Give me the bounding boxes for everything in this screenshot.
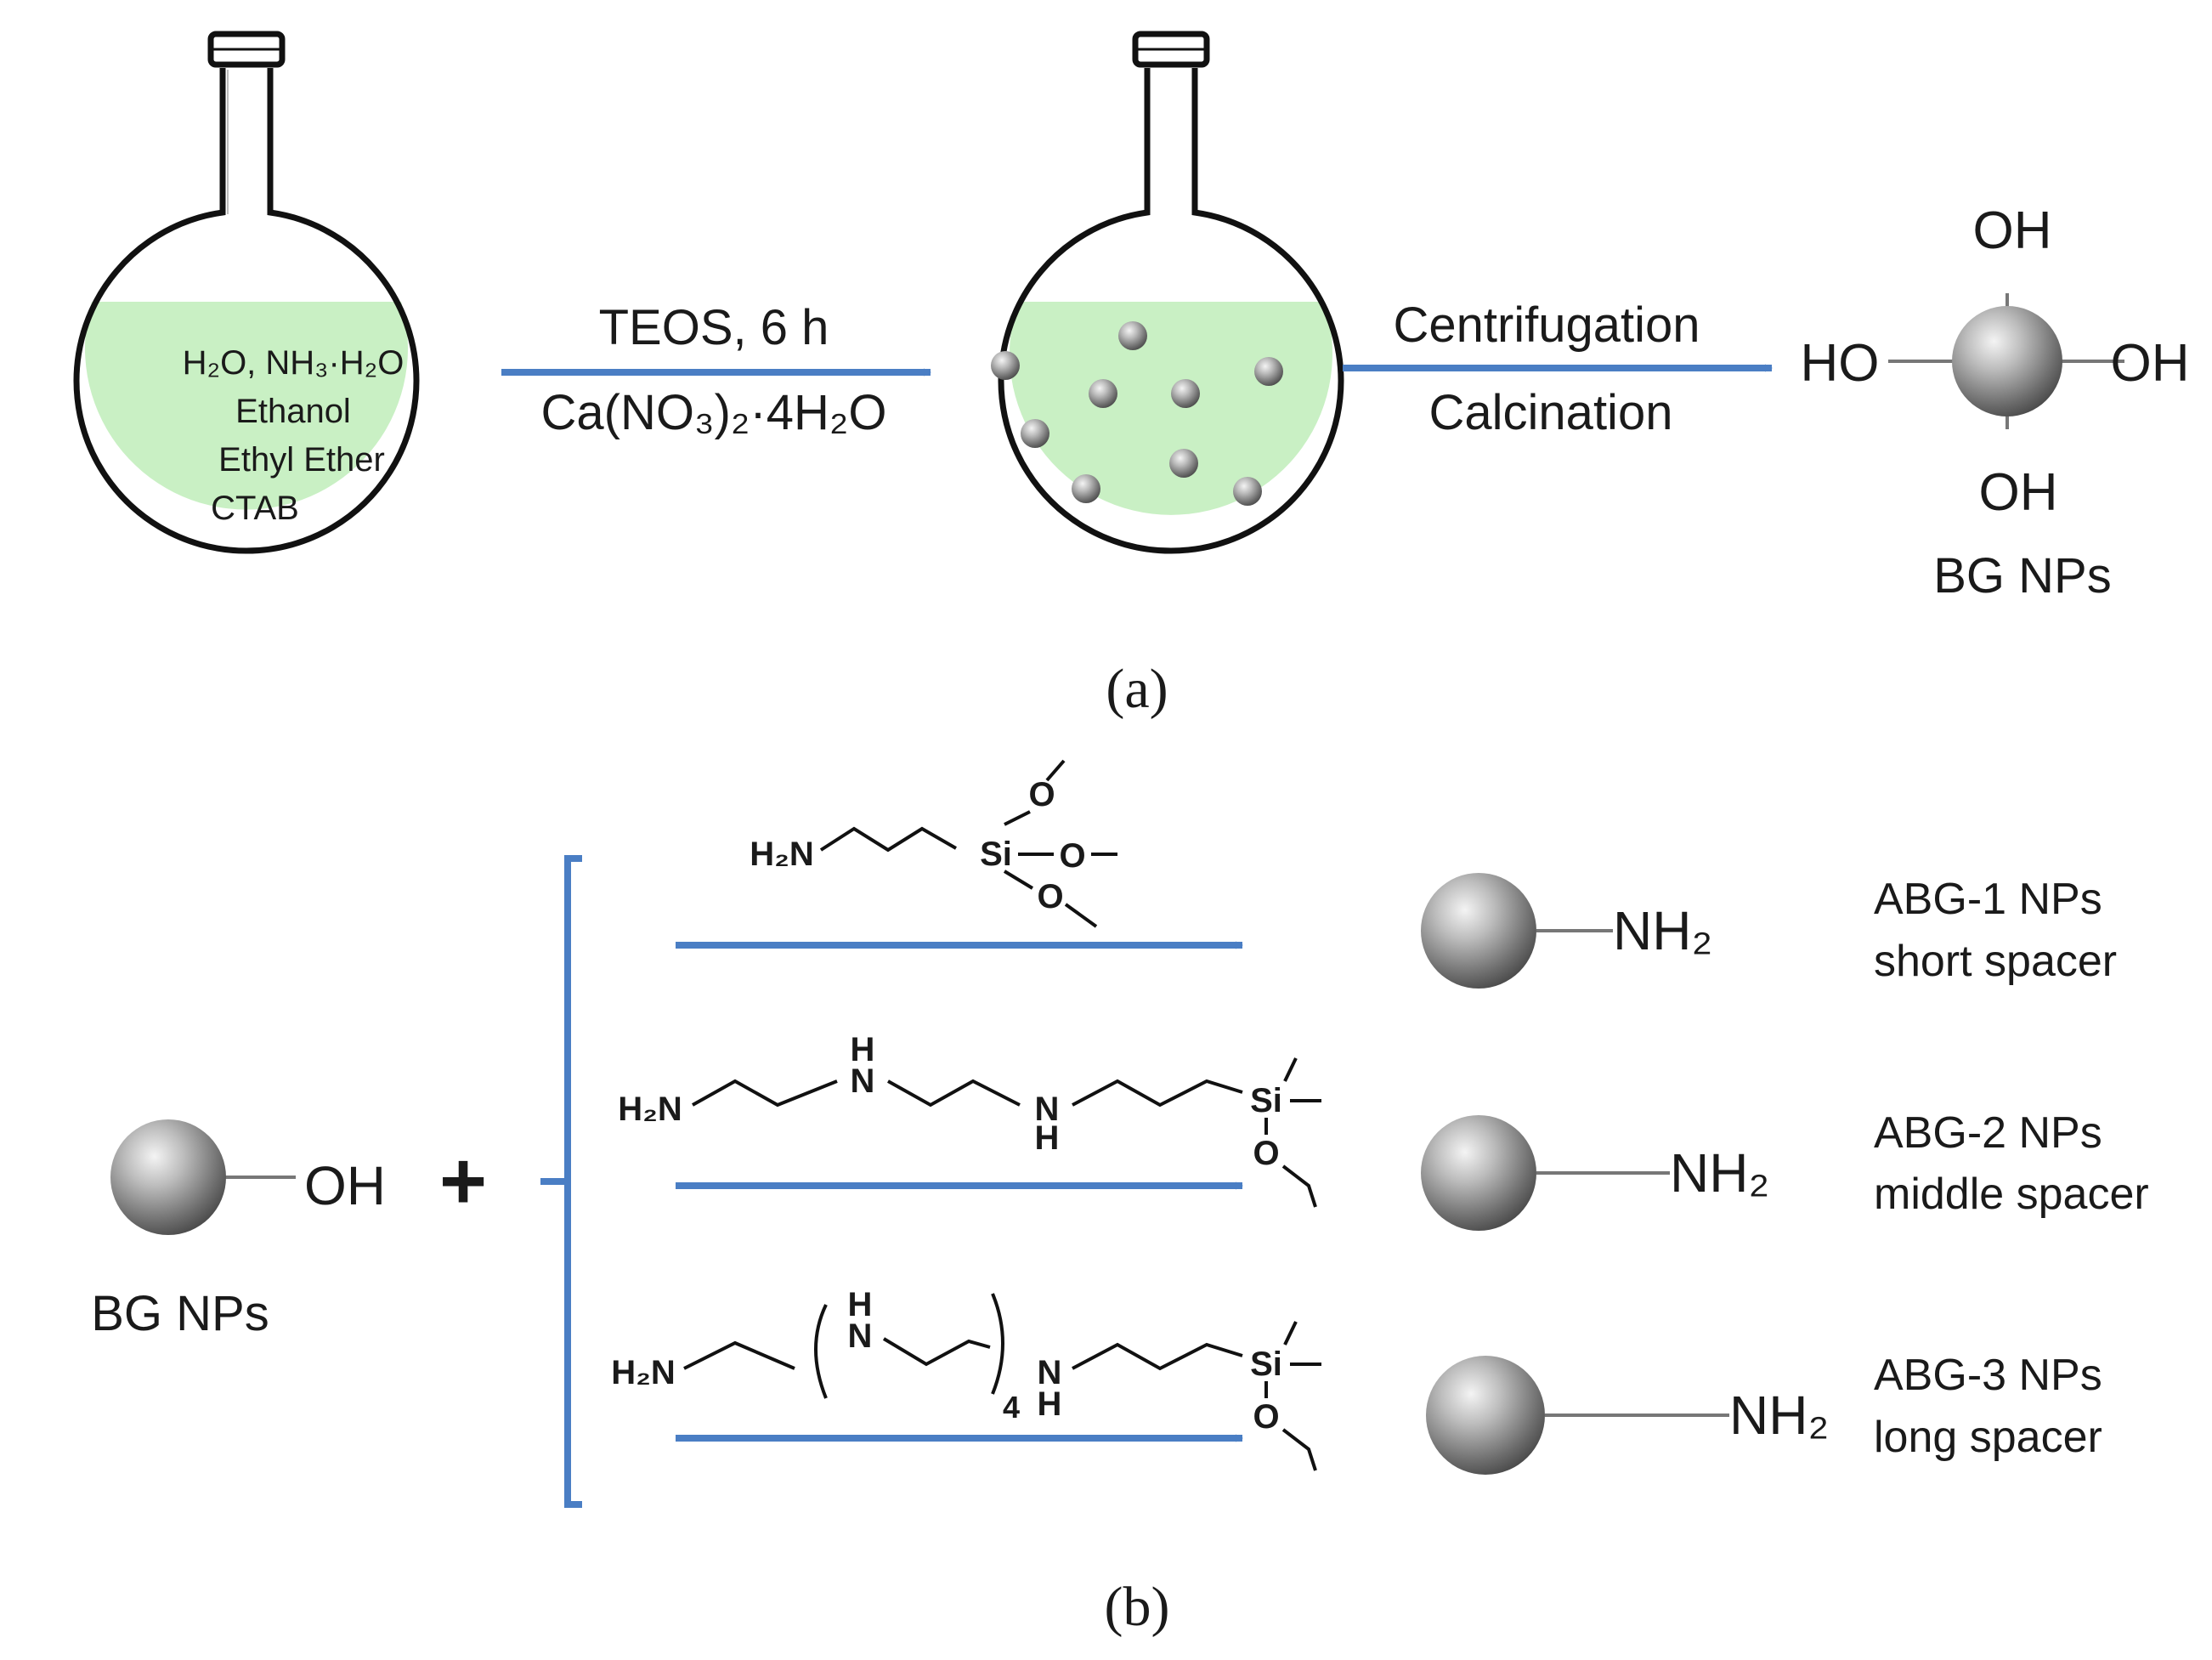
abg-1-name: ABG-1 NPs bbox=[1874, 875, 2102, 924]
panel-a: H₂O, NH₃·H₂O Ethanol Ethyl Ether CTAB TE… bbox=[73, 31, 2190, 720]
reagent-3-rep-n: N bbox=[848, 1317, 873, 1355]
product-abg-2: NH₂ ABG-2 NPs middle spacer bbox=[1421, 1108, 2149, 1231]
step-1-arrow: TEOS, 6 h Ca(NO₃)₂·4H₂O bbox=[501, 300, 931, 440]
abg-2-spacer: middle spacer bbox=[1874, 1170, 2149, 1219]
reagent-1-o-top: O bbox=[1028, 776, 1055, 813]
reagent-2-nh2-h: H bbox=[1035, 1119, 1060, 1157]
flask-2-particles bbox=[991, 321, 1283, 506]
reactant-bg-nps-label: BG NPs bbox=[91, 1286, 269, 1341]
reagent-1-o-bot: O bbox=[1037, 878, 1063, 915]
reagent-1-amine: H₂N bbox=[750, 836, 814, 873]
reagent-bracket bbox=[540, 855, 582, 1508]
particle bbox=[1072, 474, 1100, 503]
repeat-bracket-open bbox=[814, 1304, 828, 1399]
reagent-3-subscript: 4 bbox=[1003, 1390, 1020, 1425]
reagent-3-si: Si bbox=[1250, 1346, 1282, 1383]
product-abg-3: NH₂ ABG-3 NPs long spacer bbox=[1426, 1351, 2102, 1475]
oh-bottom: OH bbox=[1979, 463, 2058, 522]
reagent-2-amine: H₂N bbox=[618, 1091, 682, 1128]
reagent-3-nh-n: N bbox=[1038, 1354, 1062, 1391]
step-2-arrow: Centrifugation Calcination bbox=[1343, 297, 1773, 440]
bg-np-hydroxylated: OH HO OH OH BG NPs bbox=[1801, 201, 2190, 603]
abg-3-nanoparticle bbox=[1426, 1356, 1545, 1475]
abg-1-nh2-group: NH₂ bbox=[1613, 900, 1712, 961]
particle bbox=[1254, 357, 1283, 386]
abg-2-nanoparticle bbox=[1421, 1115, 1536, 1231]
reagent-2-structure: H₂N H N N H Si O bbox=[618, 1031, 1321, 1208]
reagent-3-amine: H₂N bbox=[611, 1354, 676, 1391]
particle bbox=[1089, 379, 1117, 408]
reagent-3-structure: H₂N H N 4 N H Si O bbox=[611, 1286, 1321, 1471]
abg-2-nh2-group: NH₂ bbox=[1670, 1142, 1769, 1204]
reagent-2-nh1-h: H bbox=[851, 1031, 875, 1068]
panel-b-label: (b) bbox=[1105, 1576, 1170, 1638]
oh-left: HO bbox=[1801, 334, 1880, 393]
flask-1: H₂O, NH₃·H₂O Ethanol Ethyl Ether CTAB bbox=[73, 31, 420, 554]
panel-b: OH BG NPs + H₂N Si O O O H₂N H N bbox=[91, 759, 2149, 1638]
reagent-3-o: O bbox=[1253, 1398, 1279, 1436]
step-2-process-1: Centrifugation bbox=[1393, 297, 1700, 353]
reagent-2-nh2-n: N bbox=[1035, 1091, 1060, 1128]
reactant-oh-group: OH bbox=[304, 1155, 386, 1216]
particle bbox=[1233, 477, 1262, 506]
bg-nanoparticle bbox=[110, 1119, 226, 1235]
reagent-2-o: O bbox=[1253, 1135, 1279, 1172]
plus-sign: + bbox=[439, 1136, 487, 1227]
reagent-1-structure: H₂N Si O O O bbox=[750, 759, 1117, 928]
flask-1-reagent-line-1: H₂O, NH₃·H₂O bbox=[183, 344, 404, 382]
particle bbox=[991, 351, 1020, 380]
repeat-bracket-close bbox=[991, 1293, 1004, 1395]
reagent-2-nh1-n: N bbox=[851, 1062, 875, 1100]
abg-3-spacer: long spacer bbox=[1874, 1413, 2102, 1462]
bg-nanoparticle bbox=[1952, 306, 2062, 416]
flask-2 bbox=[991, 31, 1344, 554]
abg-1-spacer: short spacer bbox=[1874, 937, 2117, 986]
flask-1-reagent-line-3: Ethyl Ether bbox=[218, 441, 385, 479]
particle bbox=[1021, 419, 1049, 448]
reagent-2-si: Si bbox=[1250, 1082, 1282, 1119]
reagent-3-nh-h: H bbox=[1038, 1385, 1062, 1423]
particle bbox=[1169, 449, 1198, 478]
abg-3-nh2-group: NH₂ bbox=[1729, 1385, 1829, 1446]
reagent-1-si: Si bbox=[980, 836, 1012, 873]
flask-1-reagent-line-4: CTAB bbox=[211, 490, 299, 527]
oh-right: OH bbox=[2111, 334, 2190, 393]
abg-2-name: ABG-2 NPs bbox=[1874, 1108, 2102, 1158]
flask-2-outline bbox=[998, 68, 1344, 554]
flask-1-reagent-line-2: Ethanol bbox=[235, 393, 351, 430]
particle bbox=[1118, 321, 1147, 350]
abg-3-name: ABG-3 NPs bbox=[1874, 1351, 2102, 1400]
bg-nps-label: BG NPs bbox=[1933, 548, 2112, 603]
reagent-1-o-mid: O bbox=[1059, 837, 1085, 875]
particle bbox=[1171, 379, 1200, 408]
step-1-reagent: Ca(NO₃)₂·4H₂O bbox=[541, 385, 887, 440]
flask-1-solution bbox=[85, 302, 408, 510]
flask-2-solution bbox=[1010, 302, 1332, 515]
abg-1-nanoparticle bbox=[1421, 873, 1536, 989]
panel-a-label: (a) bbox=[1106, 658, 1168, 720]
reactant-bg-np: OH BG NPs + bbox=[91, 1119, 487, 1341]
flask-1-outline bbox=[73, 68, 420, 554]
oh-top: OH bbox=[1973, 201, 2052, 260]
step-2-process-2: Calcination bbox=[1429, 385, 1673, 440]
product-abg-1: NH₂ ABG-1 NPs short spacer bbox=[1421, 873, 2117, 989]
step-1-condition: TEOS, 6 h bbox=[599, 300, 829, 355]
reagent-3-rep-h: H bbox=[848, 1286, 873, 1323]
